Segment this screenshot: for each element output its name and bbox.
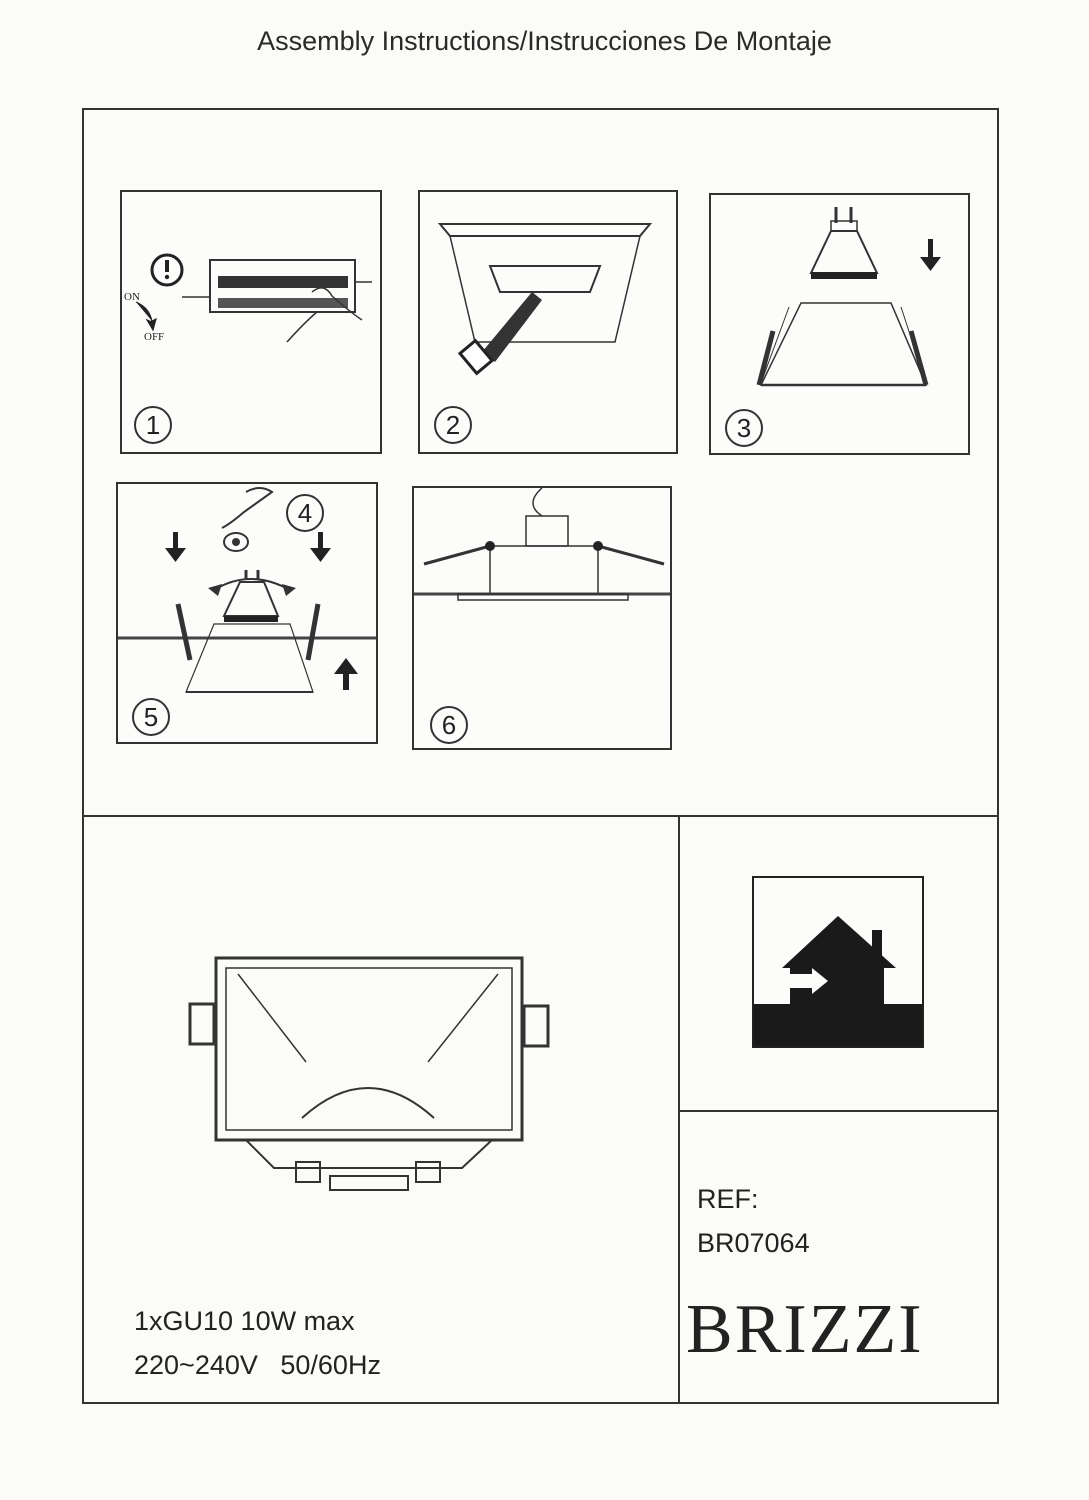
downlight-frame	[175, 603, 321, 693]
gu10-bulb	[809, 207, 879, 279]
product-drawing	[188, 956, 550, 1191]
step-number: 2	[434, 406, 472, 444]
step-5-panel: 4 5	[116, 482, 378, 744]
switch-on-label: ON	[124, 291, 140, 303]
downlight-product-illustration	[188, 956, 550, 1191]
arrow-down-icon	[920, 239, 941, 271]
spec-lamp: 1xGU10 10W max	[134, 1306, 355, 1336]
breaker-panel	[182, 259, 372, 343]
spec-voltage: 220~240V 50/60Hz	[134, 1350, 381, 1380]
step-2-panel: 2	[418, 190, 678, 454]
saw-icon	[457, 292, 542, 376]
panel-divider-vertical	[678, 815, 680, 1404]
brand-logo: BRIZZI	[686, 1291, 924, 1368]
arrow-down-icon	[310, 532, 331, 562]
downlight-frame	[756, 302, 929, 387]
step-number: 1	[134, 406, 172, 444]
ref-label: REF:	[697, 1184, 759, 1214]
step-number: 4	[286, 494, 324, 532]
switch-arrow-icon	[135, 301, 157, 332]
hand-with-bulb	[221, 487, 274, 552]
gu10-bulb	[222, 570, 280, 622]
arrow-down-icon	[165, 532, 186, 562]
panel-divider-horizontal	[678, 1110, 999, 1112]
installed-downlight	[414, 488, 670, 601]
power-warning-icon	[150, 253, 184, 287]
instruction-sheet	[82, 108, 999, 1404]
arrow-up-icon	[334, 658, 358, 690]
step-6-panel: 6	[412, 486, 672, 750]
page-title: Assembly Instructions/Instrucciones De M…	[257, 26, 832, 56]
step-number: 5	[132, 698, 170, 736]
step-number: 3	[725, 409, 763, 447]
indoor-use-icon	[754, 916, 922, 1046]
step-3-panel: 3	[709, 193, 970, 455]
ref-code: BR07064	[697, 1228, 810, 1258]
indoor-use-box	[752, 876, 924, 1048]
ceiling-cutout	[437, 223, 653, 343]
section-divider	[82, 815, 999, 817]
rotate-icon	[208, 578, 296, 596]
switch-off-label: OFF	[144, 331, 164, 343]
step-1-panel: ON OFF 1	[120, 190, 382, 454]
step-number: 6	[430, 706, 468, 744]
